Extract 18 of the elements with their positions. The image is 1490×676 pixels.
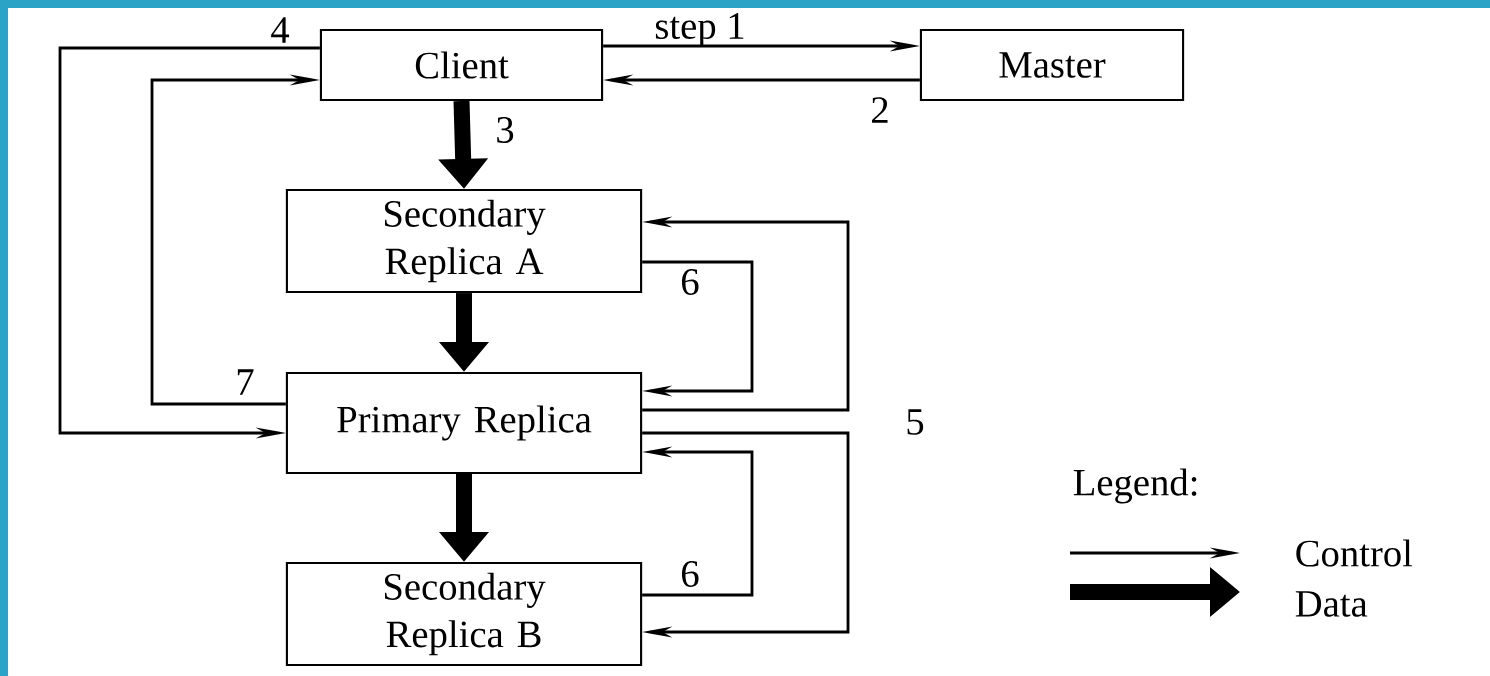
- edge-label: step 1: [655, 13, 744, 47]
- process-box: Primary Replica: [285, 371, 643, 475]
- control-arrow: [642, 260, 754, 397]
- process-box: Master: [919, 28, 1185, 102]
- edge-label: 2: [872, 97, 888, 123]
- edge-label: 3: [497, 117, 514, 143]
- edge-label: 5: [907, 409, 924, 435]
- edge-label: 4: [271, 17, 290, 43]
- legend-text: Data: [1295, 591, 1368, 617]
- process-box: Secondary Replica B: [285, 561, 643, 667]
- legend-title: Legend:: [1073, 468, 1197, 504]
- edge-label: 7: [237, 369, 254, 395]
- edge-label: 6: [682, 269, 699, 295]
- process-box: Secondary Replica A: [285, 188, 643, 294]
- control-arrow: [642, 431, 850, 638]
- legend-text: Control: [1296, 539, 1413, 567]
- edge-label: 6: [682, 561, 699, 587]
- process-box: Client: [319, 28, 604, 102]
